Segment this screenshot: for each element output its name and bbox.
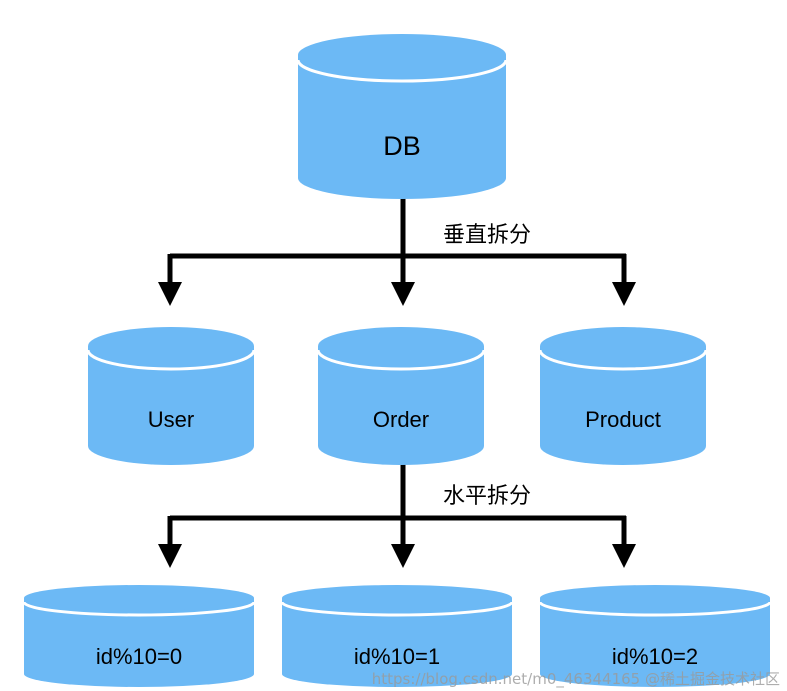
db-cylinder-order: Order [316,327,486,465]
db-cylinder-shard-1: id%10=1 [280,585,514,687]
arrowhead-shard-0 [158,544,182,568]
arrowhead-user [158,282,182,306]
arrowhead-order [391,282,415,306]
db-cylinder-shard-2: id%10=2 [538,585,772,687]
shard-0-label: id%10=0 [96,644,182,669]
vertical-split-label: 垂直拆分 [443,223,531,248]
order-db-label: Order [373,407,429,432]
db-cylinder-shard-0: id%10=0 [22,585,256,687]
product-db-label: Product [585,407,661,432]
shard-2-label: id%10=2 [612,644,698,669]
arrowhead-shard-1 [391,544,415,568]
user-db-label: User [148,407,194,432]
horizontal-split-arrowheads [158,544,636,568]
arrowhead-shard-2 [612,544,636,568]
arrowhead-product [612,282,636,306]
db-cylinder-user: User [86,327,256,465]
db-cylinder-product: Product [538,327,708,465]
db-cylinder-root: DB [296,34,508,199]
db-label: DB [383,131,421,161]
watermark-text: https://blog.csdn.net/m0_46344165 @稀土掘金技… [372,670,780,689]
vertical-split-connectors [167,198,627,285]
horizontal-split-connectors [167,462,627,547]
shard-1-label: id%10=1 [354,644,440,669]
vertical-split-arrowheads [158,282,636,306]
horizontal-split-label: 水平拆分 [443,484,531,509]
